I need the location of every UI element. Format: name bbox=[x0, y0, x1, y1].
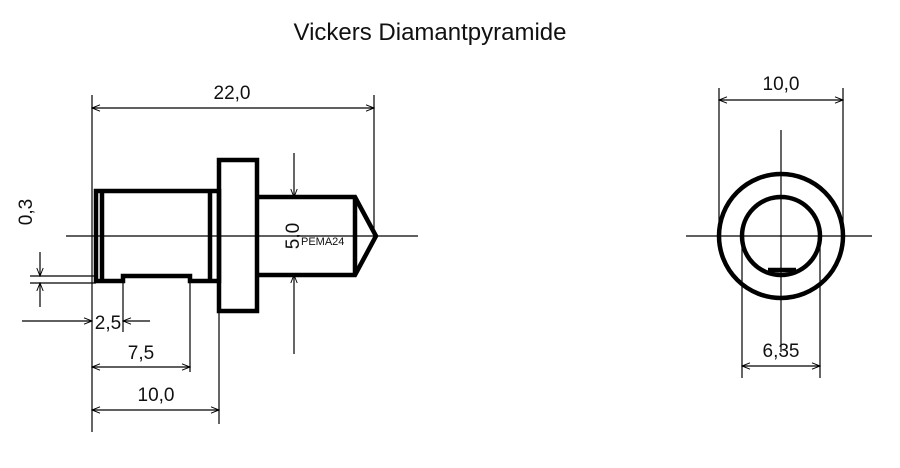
drawing-title: Vickers Diamantpyramide bbox=[294, 19, 567, 46]
dim-groove-end: 7,5 bbox=[128, 343, 154, 364]
dim-overall-length: 22,0 bbox=[214, 83, 251, 104]
end-view: 10,0 6,35 bbox=[686, 74, 872, 378]
tip-body bbox=[257, 194, 379, 278]
dim-tip-diameter: 5,0 bbox=[283, 223, 304, 249]
flange bbox=[216, 157, 260, 314]
side-view: 22,0 0,3 2,5 7,5 10,0 5,0 PEMA24 bbox=[16, 83, 418, 432]
dim-step-depth: 0,3 bbox=[16, 199, 37, 225]
marking-label: PEMA24 bbox=[301, 236, 344, 248]
dim-groove-width: 2,5 bbox=[95, 313, 121, 334]
dim-flange-position: 10,0 bbox=[138, 385, 175, 406]
dim-outer-diameter: 10,0 bbox=[763, 74, 800, 95]
dim-inner-diameter: 6,35 bbox=[763, 341, 800, 362]
